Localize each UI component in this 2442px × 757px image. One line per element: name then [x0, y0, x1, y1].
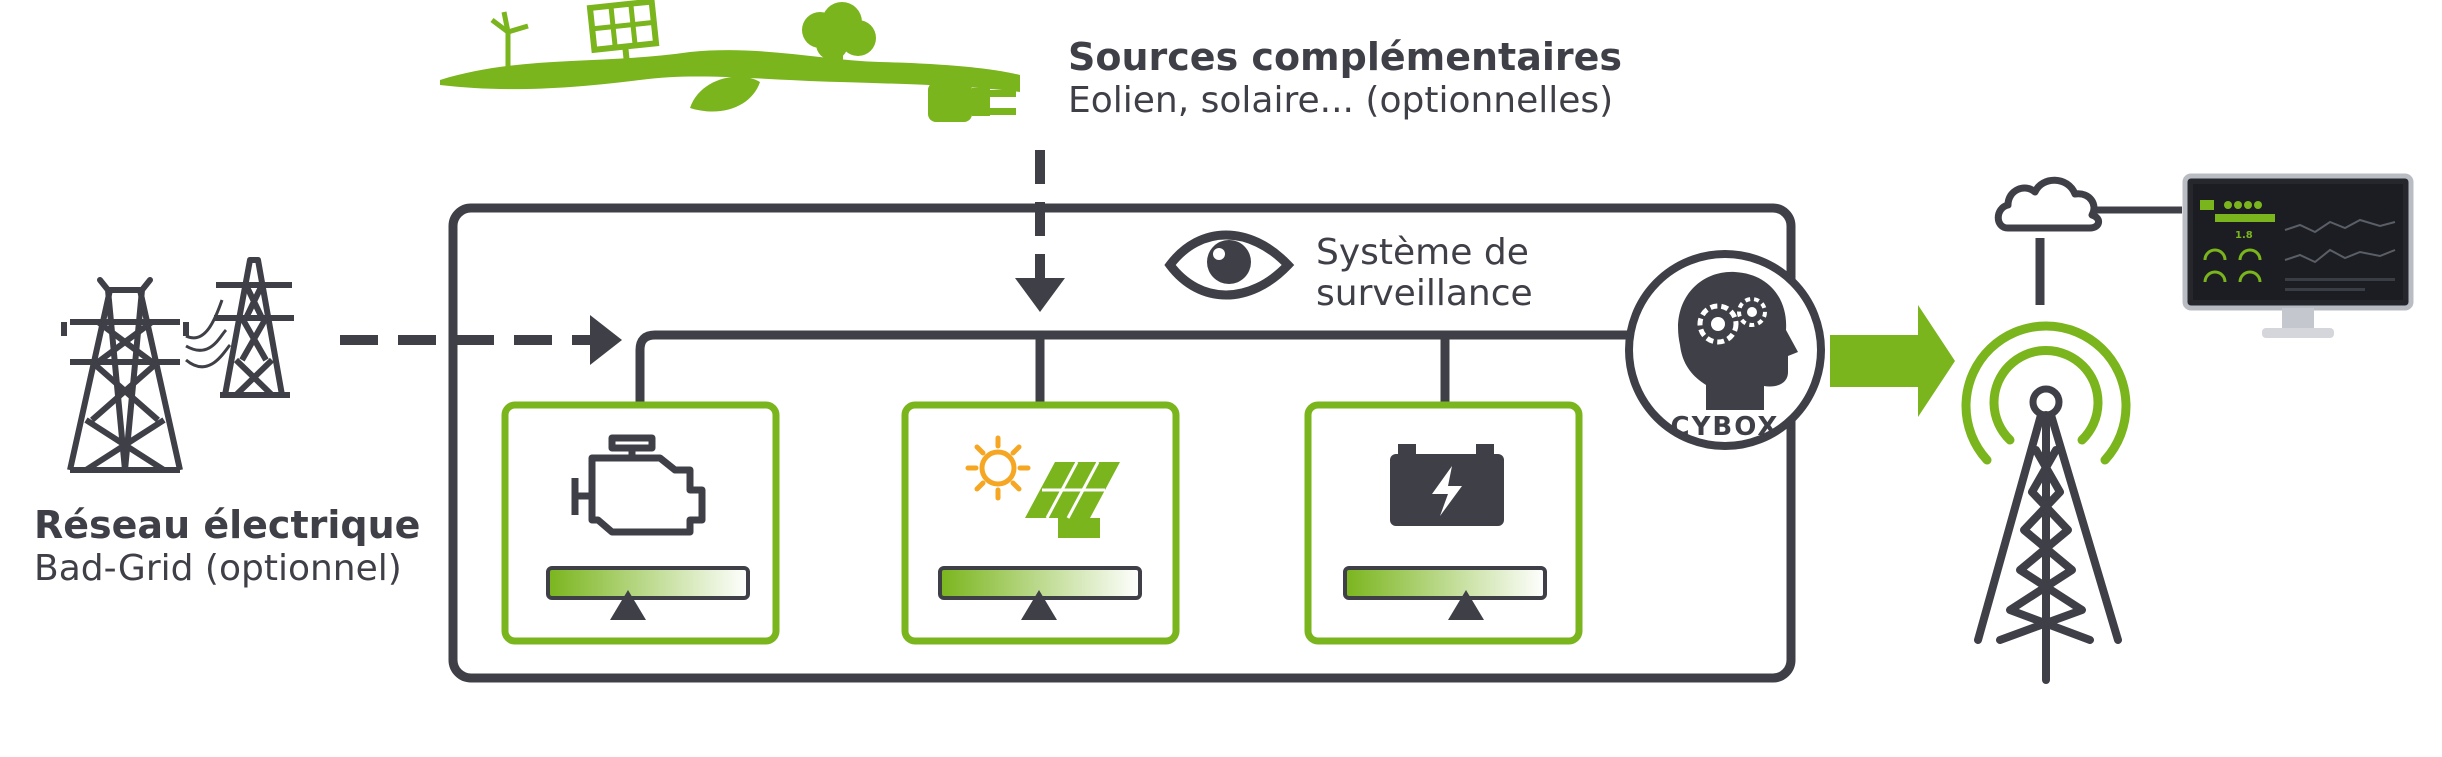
cybox-label: CYBOX — [1671, 412, 1780, 442]
solar-level-marker — [1021, 590, 1057, 620]
battery-icon — [1390, 444, 1504, 526]
generator-level-marker — [610, 590, 646, 620]
system-frame — [448, 203, 1796, 683]
eye-icon — [1164, 230, 1295, 300]
battery-module — [1304, 401, 1583, 645]
green-energy-landscape-icon — [440, 0, 1020, 122]
power-bus — [635, 330, 1665, 415]
sources-subtitle: Eolien, solaire... (optionnelles) — [1068, 79, 1614, 121]
grid-subtitle: Bad-Grid (optionnel) — [34, 547, 402, 589]
sources-connection-arrow — [1015, 150, 1065, 312]
generator-module — [501, 401, 780, 645]
battery-level-marker — [1448, 590, 1484, 620]
monitoring-line2: surveillance — [1316, 273, 1533, 315]
brain-gears-icon — [1678, 271, 1798, 410]
sources-title: Sources complémentaires — [1068, 35, 1623, 79]
antenna-tower-icon — [1961, 238, 2131, 684]
monitoring-label: Système de surveillance — [1316, 232, 1533, 315]
grid-connection-arrow — [340, 315, 622, 365]
solar-module — [901, 401, 1180, 645]
battery-level-bar — [1343, 566, 1547, 600]
cloud-icon — [1994, 176, 2182, 232]
engine-icon — [571, 434, 706, 536]
grid-label: Réseau électrique Bad-Grid (optionnel) — [34, 503, 421, 589]
monitor-icon: 1.8 — [2182, 173, 2414, 338]
monitoring-line1: Système de — [1316, 232, 1529, 273]
solar-panel-icon — [1025, 461, 1120, 538]
sun-icon — [965, 435, 1031, 501]
grid-title: Réseau électrique — [34, 503, 421, 547]
output-arrow — [1830, 305, 1955, 417]
generator-level-bar — [546, 566, 750, 600]
monitor-reading: 1.8 — [2235, 230, 2253, 241]
sources-label: Sources complémentaires Eolien, solaire.… — [1068, 35, 1623, 121]
electric-pylon-icon — [61, 257, 294, 473]
cybox-unit: CYBOX — [1625, 250, 1825, 450]
